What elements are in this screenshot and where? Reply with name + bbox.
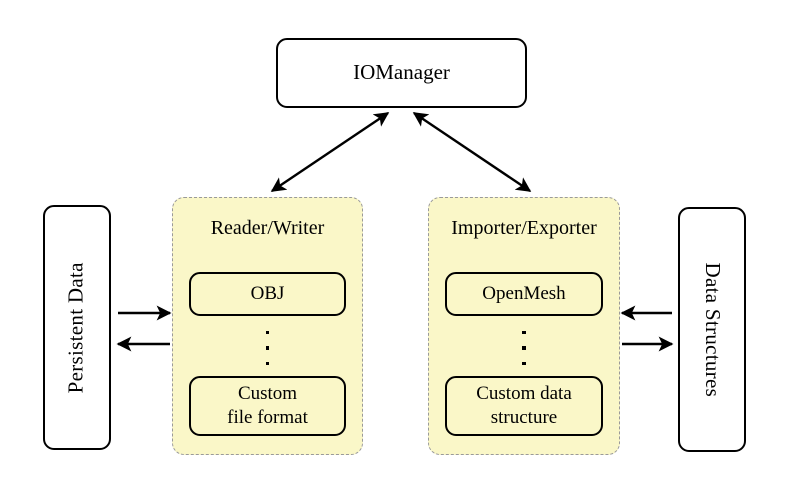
iomanager-label: IOManager [353, 60, 450, 85]
reader-writer-item-custom-format: Custom file format [189, 376, 346, 436]
data-structures-node: Data Structures [678, 207, 746, 452]
reader-writer-item-custom-format-line2: file format [227, 407, 308, 428]
importer-exporter-item-openmesh: OpenMesh [445, 272, 603, 316]
persistent-data-label: Persistent Data [64, 261, 89, 394]
reader-writer-item-custom-format-line1: Custom [237, 383, 298, 405]
iomanager-node: IOManager [276, 38, 527, 108]
reader-writer-ellipsis-icon [173, 328, 362, 368]
importer-exporter-item-openmesh-label: OpenMesh [482, 283, 566, 305]
importer-exporter-ellipsis-icon [429, 328, 619, 368]
data-structures-label: Data Structures [700, 262, 725, 397]
persistent-data-node: Persistent Data [43, 205, 111, 450]
importer-exporter-item-custom-structure-line2: structure [490, 407, 558, 428]
reader-writer-item-obj: OBJ [189, 272, 346, 316]
arrow-iomanager-importerexporter [412, 112, 532, 192]
importer-exporter-item-custom-structure-line1: Custom data [476, 383, 572, 405]
reader-writer-panel: Reader/Writer OBJ Custom file format [172, 197, 363, 455]
reader-writer-item-obj-label: OBJ [250, 283, 285, 305]
importer-exporter-item-custom-structure: Custom data structure [445, 376, 603, 436]
arrow-iomanager-readerwriter [270, 112, 390, 192]
importer-exporter-title: Importer/Exporter [451, 217, 597, 239]
importer-exporter-panel: Importer/Exporter OpenMesh Custom data s… [428, 197, 620, 455]
reader-writer-title: Reader/Writer [210, 217, 325, 239]
